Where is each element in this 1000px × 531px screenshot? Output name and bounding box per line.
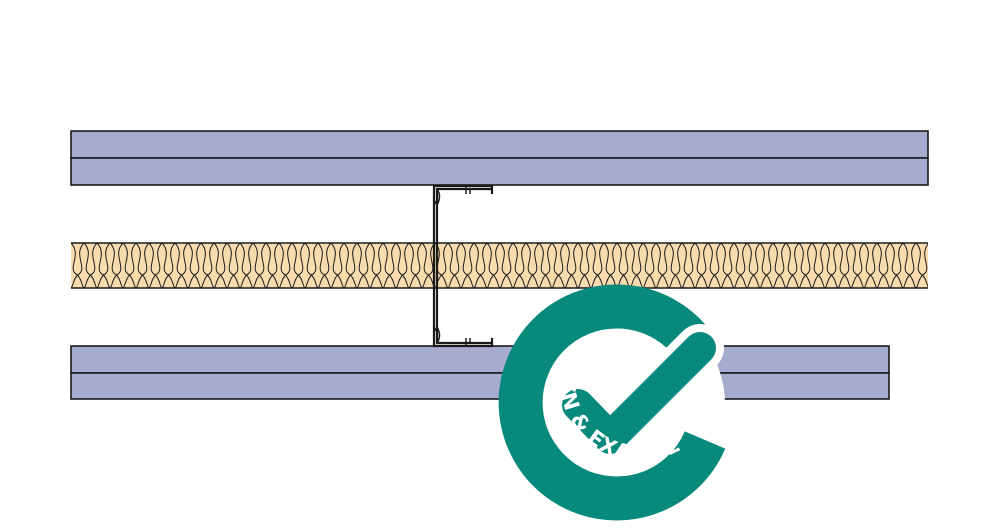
c-stud-bend-top — [433, 188, 441, 206]
upper-board-inner — [70, 157, 929, 186]
checkmark-icon — [562, 332, 716, 454]
insulation-pattern — [71, 243, 928, 288]
c-stud-outline — [432, 184, 494, 348]
lower-board-inner — [70, 345, 890, 374]
lower-board-layers — [70, 345, 890, 400]
insulation-band — [71, 243, 928, 288]
upper-board-layers — [70, 130, 929, 186]
lower-board-outer — [70, 372, 890, 400]
c-stud-top-lip — [465, 186, 471, 194]
upper-board-outer — [70, 130, 929, 159]
c-stud-bend-bottom — [433, 326, 441, 344]
c-stud-bottom-lip — [465, 338, 471, 346]
c-stud-profile — [432, 184, 494, 348]
insulation-layer — [71, 242, 928, 289]
badge-ring — [498, 284, 726, 521]
